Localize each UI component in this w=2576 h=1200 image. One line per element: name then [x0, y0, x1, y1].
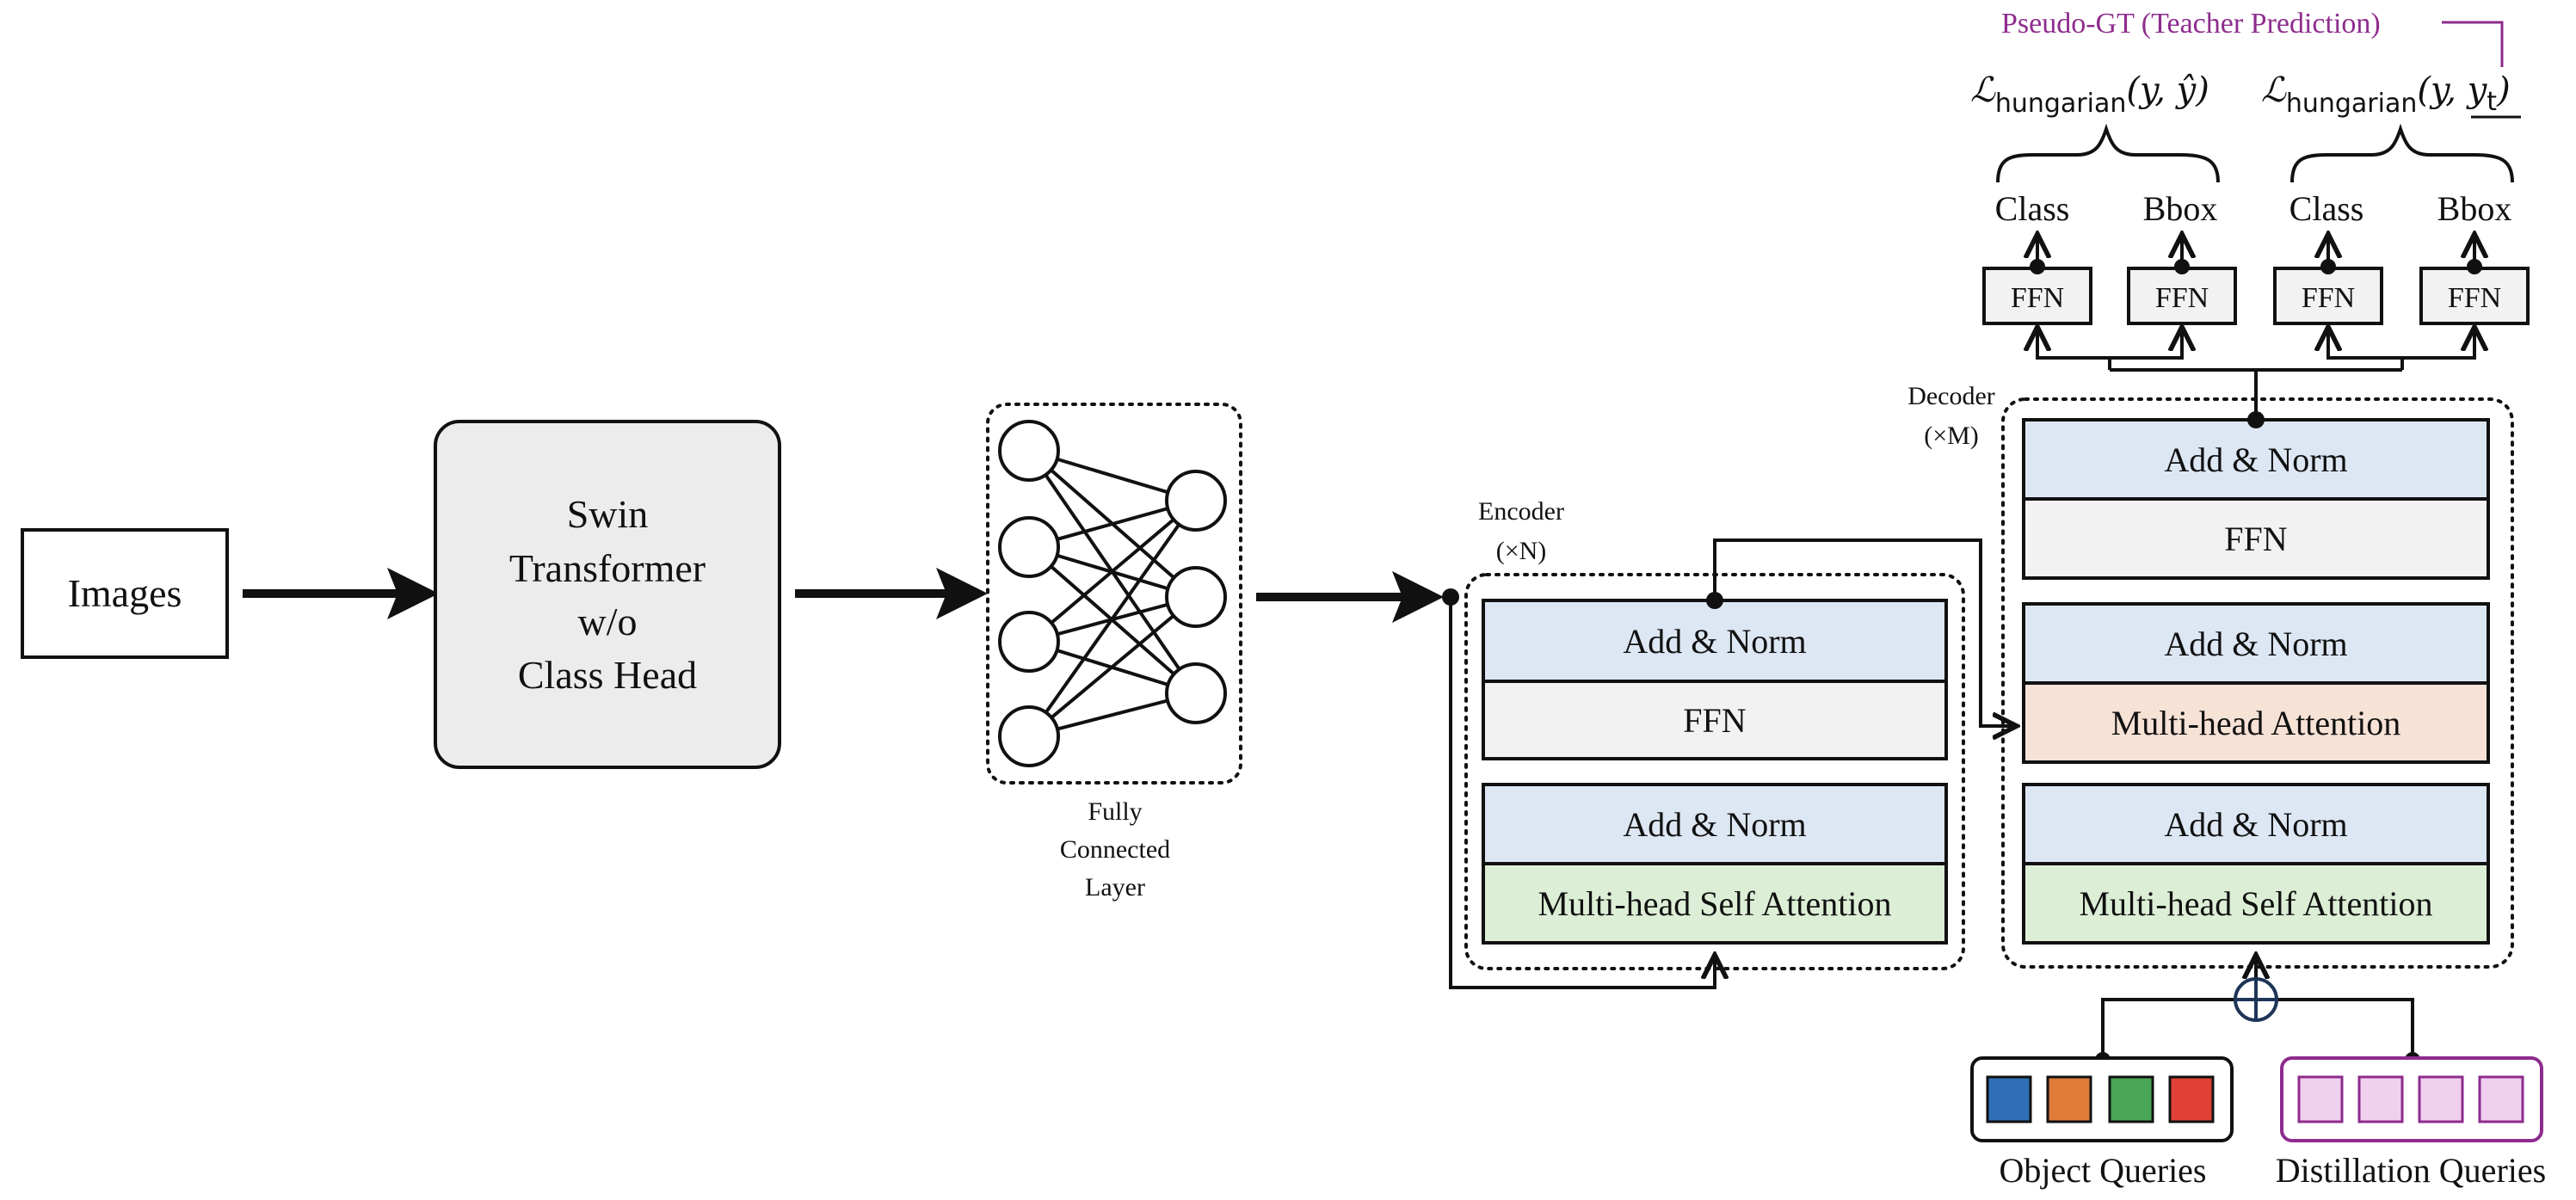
encoder-add-norm-2-label: Add & Norm	[1623, 805, 1806, 844]
object-queries-box	[1970, 1056, 2234, 1142]
swin-transformer-node: Swin Transformer w/o Class Head	[434, 420, 781, 769]
decoder-mhsa-label: Multi-head Self Attention	[2079, 884, 2432, 923]
decoder-node: Decoder (×M) Add & Norm FFN Add & Norm M…	[1907, 382, 2514, 969]
decoder-add-norm-3	[2022, 783, 2490, 865]
distill-query-2	[2357, 1075, 2404, 1123]
encoder-to-decoder-path	[1713, 538, 2015, 726]
swin-line-3: w/o	[578, 600, 638, 643]
decoder-cross-attention-label: Multi-head Attention	[2111, 704, 2401, 742]
fc-label-line-2: Connected	[1060, 835, 1170, 864]
decoder-ffn	[2022, 497, 2490, 580]
decoder-add-norm-1-label: Add & Norm	[2164, 440, 2347, 479]
object-query-orange	[2046, 1075, 2092, 1123]
swin-line-1: Swin	[567, 492, 649, 536]
output-class-1: Class	[1995, 189, 2070, 228]
object-query-blue	[1986, 1075, 2032, 1123]
fc-neurons	[998, 420, 1227, 767]
decoder-mhsa	[2022, 862, 2490, 945]
pseudo-gt-pointer	[2442, 21, 2504, 67]
loss-brace-right	[2290, 123, 2514, 183]
distillation-queries-label: Distillation Queries	[2276, 1151, 2546, 1190]
encoder-node: Encoder (×N) Add & Norm FFN Add & Norm M…	[1464, 497, 1965, 970]
decoder-add-norm-1	[2022, 418, 2490, 501]
encoder-title: Encoder	[1478, 497, 1564, 526]
object-query-green	[2108, 1075, 2154, 1123]
ffn-heads: FFN FFN FFN FFN	[1982, 267, 2530, 325]
ffn-head-1-label: FFN	[2011, 282, 2064, 314]
ffn-head-3	[2273, 267, 2383, 325]
fc-label-line-1: Fully	[1088, 797, 1142, 826]
fc-layer-node: Fully Connected Layer	[986, 403, 1242, 902]
encoder-add-norm-2	[1482, 783, 1948, 865]
encoder-ffn	[1482, 680, 1948, 760]
loss-brace-left	[1996, 123, 2220, 183]
decoder-add-norm-3-label: Add & Norm	[2164, 805, 2347, 844]
encoder-add-norm-1	[1482, 599, 1948, 683]
ffn-head-4-label: FFN	[2448, 282, 2501, 314]
distill-query-3	[2418, 1075, 2464, 1123]
ffn-head-2	[2127, 267, 2237, 325]
loss-left: ℒhungarian(y, ŷ)	[1970, 71, 2209, 119]
decoder-repeat: (×M)	[1924, 422, 1979, 450]
ffn-head-2-label: FFN	[2155, 282, 2209, 314]
decoder-title: Decoder	[1907, 382, 1995, 410]
distillation-queries-box	[2280, 1056, 2543, 1142]
output-bbox-1: Bbox	[2143, 189, 2218, 228]
encoder-mhsa-label: Multi-head Self Attention	[1538, 884, 1891, 923]
plus-symbol	[2234, 977, 2278, 1022]
distill-query-4	[2478, 1075, 2524, 1123]
encoder-add-norm-1-label: Add & Norm	[1623, 622, 1806, 661]
pseudo-gt-label: Pseudo-GT (Teacher Prediction)	[2001, 8, 2381, 40]
head-output-dots	[2030, 259, 2482, 274]
distill-query-1	[2297, 1075, 2344, 1123]
decoder-cross-attention	[2022, 681, 2490, 764]
encoder-ffn-label: FFN	[1683, 701, 1746, 740]
fc-label-line-3: Layer	[1085, 873, 1145, 902]
decoder-ffn-label: FFN	[2224, 520, 2287, 558]
object-query-red	[2168, 1075, 2215, 1123]
decoder-to-heads-connector	[2037, 329, 2474, 420]
object-queries-label: Object Queries	[1999, 1151, 2206, 1190]
decoder-add-norm-2	[2022, 602, 2490, 685]
encoder-input-path	[1449, 597, 1715, 989]
images-node: Images	[21, 528, 229, 659]
output-class-2: Class	[2289, 189, 2364, 228]
encoder-mhsa	[1482, 862, 1948, 945]
ffn-head-3-label: FFN	[2302, 282, 2355, 314]
swin-line-4: Class Head	[518, 653, 697, 697]
images-label: Images	[68, 571, 182, 615]
encoder-repeat: (×N)	[1496, 537, 1547, 565]
decoder-add-norm-2-label: Add & Norm	[2164, 625, 2347, 663]
ffn-head-1	[1982, 267, 2092, 325]
swin-line-2: Transformer	[509, 546, 706, 590]
loss-right: ℒhungarian(y, yt)	[2261, 71, 2511, 119]
head-output-arrows	[2037, 236, 2474, 267]
output-bbox-2: Bbox	[2437, 189, 2512, 228]
